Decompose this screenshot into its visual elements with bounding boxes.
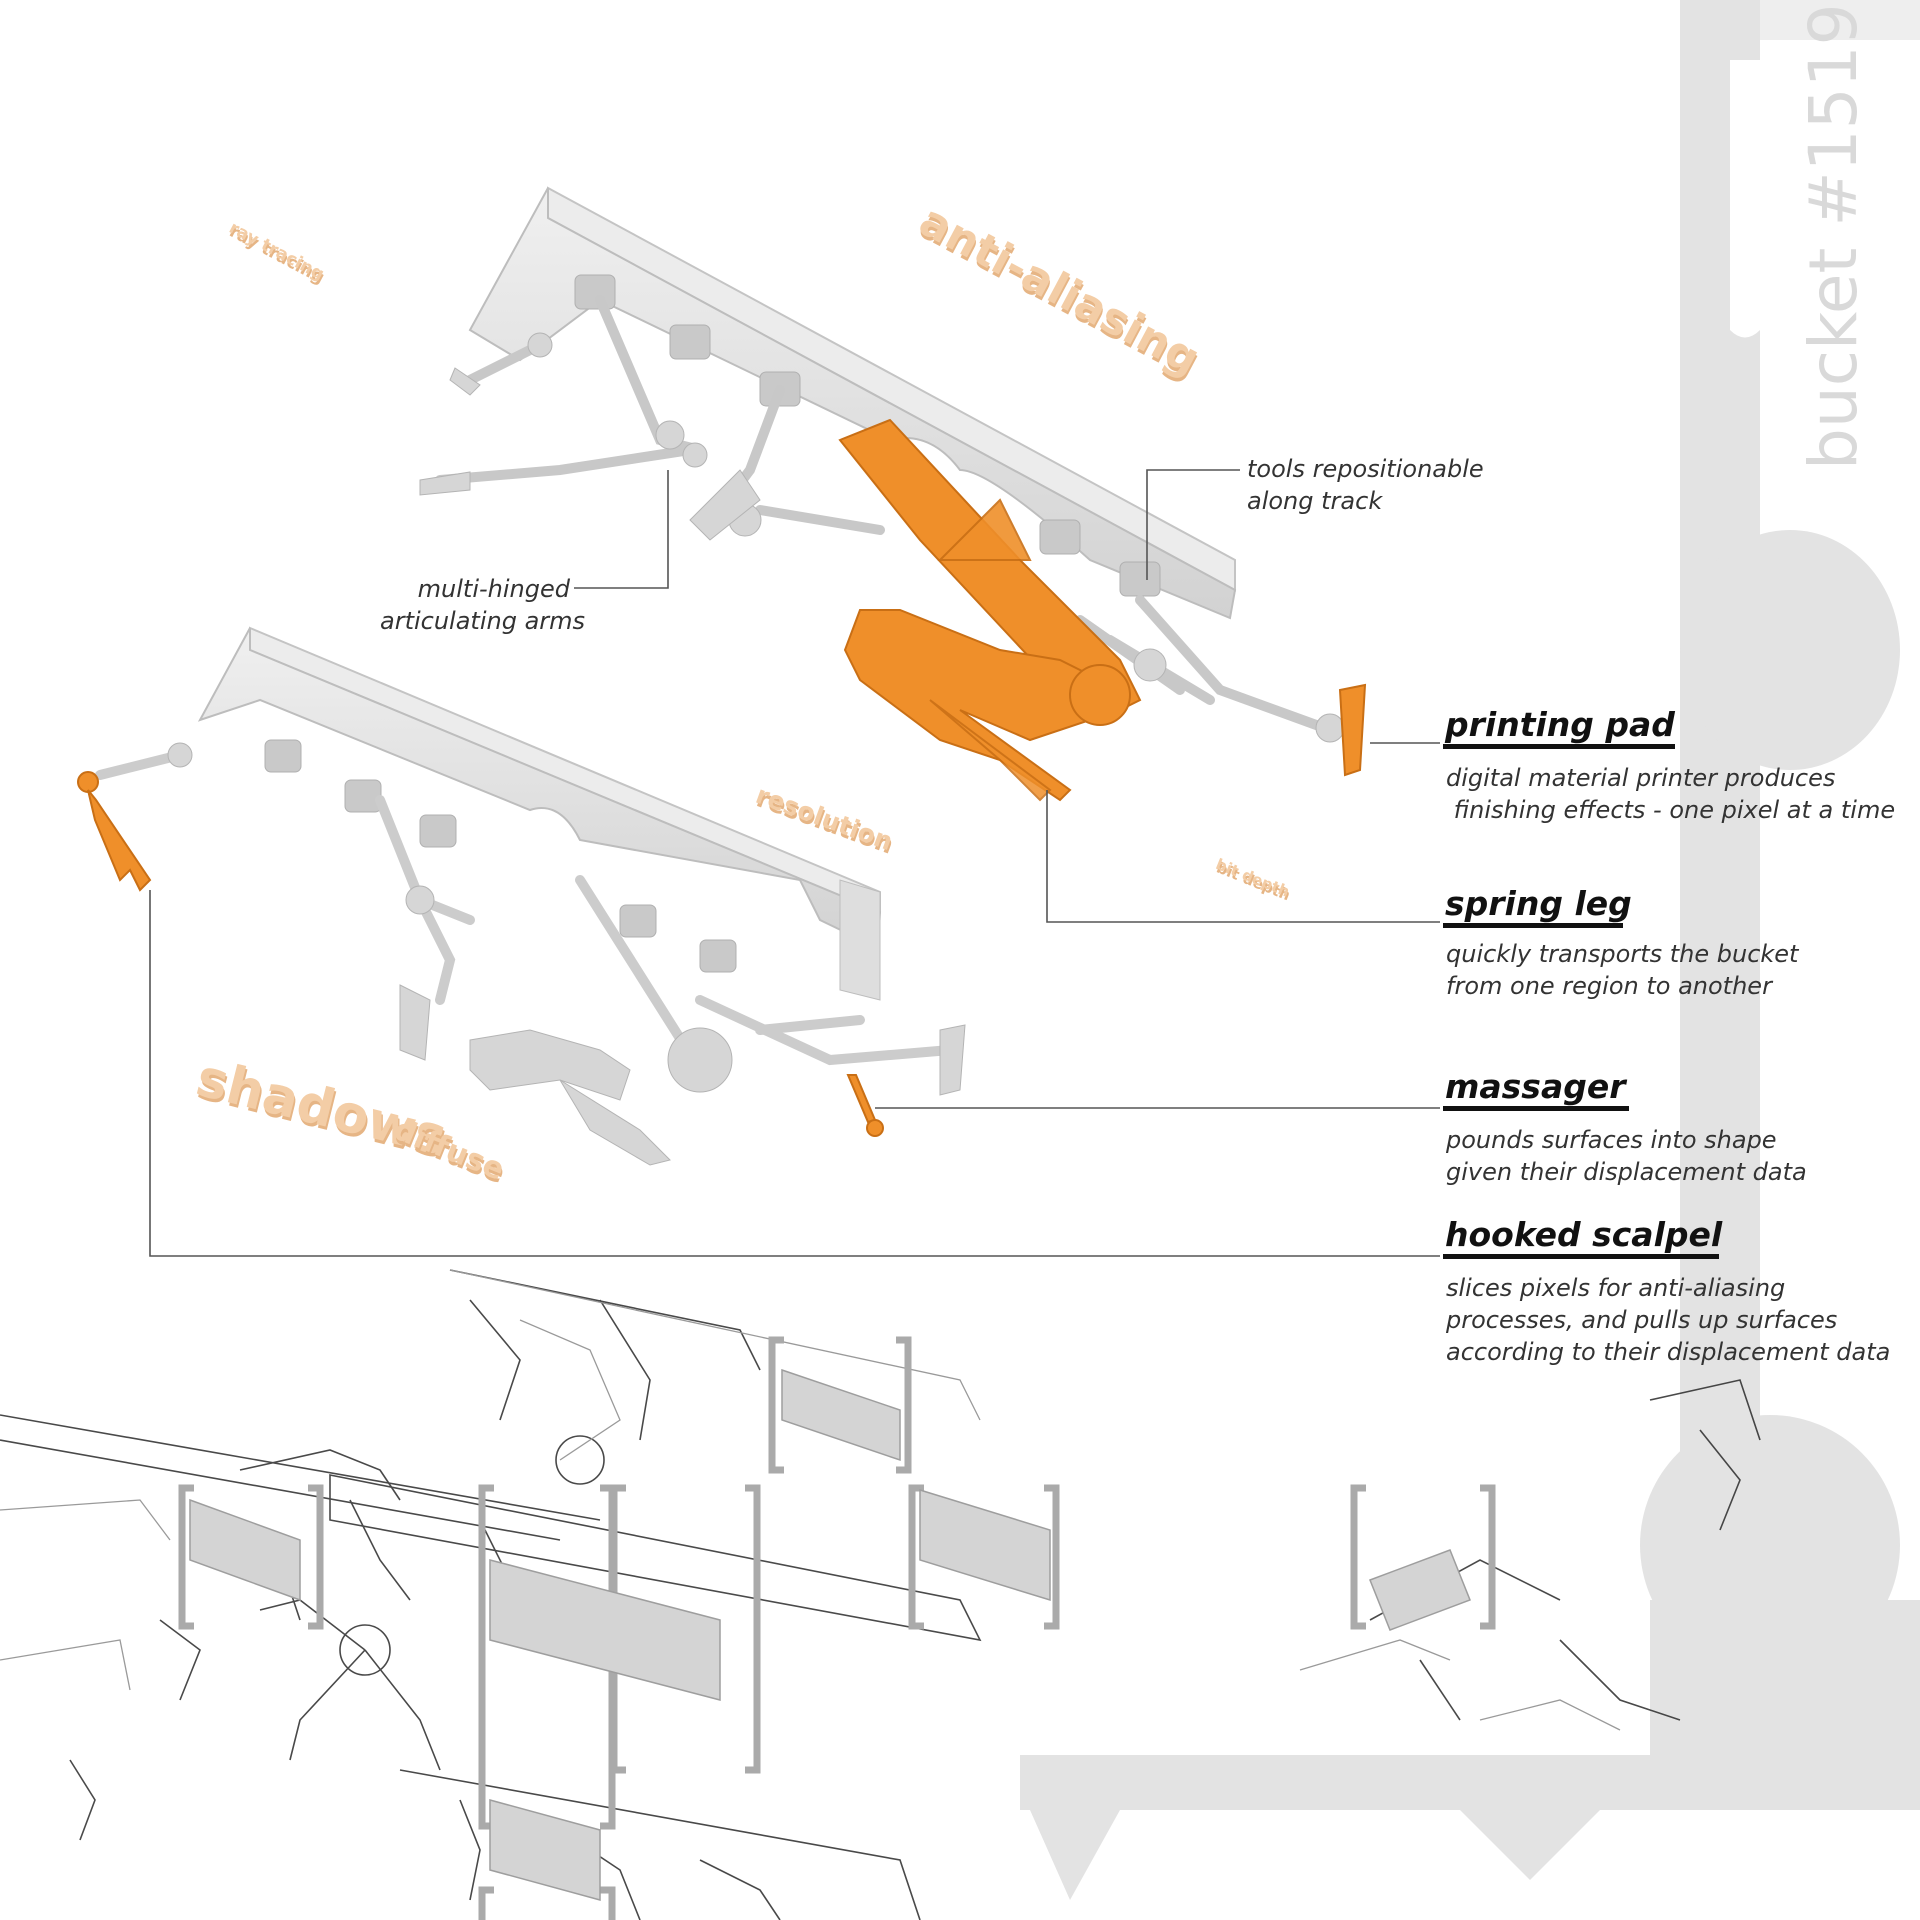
label-spring-leg-desc: quickly transports the bucket from one r… bbox=[1446, 940, 1799, 1000]
label-printing-pad-underline bbox=[1443, 744, 1675, 749]
bottom-line-sketches bbox=[0, 1269, 1761, 1920]
leader-lines bbox=[149, 469, 1440, 1257]
orange-massager bbox=[846, 1074, 884, 1137]
background-bucket-slots bbox=[1730, 60, 1840, 1238]
upper-rail-top bbox=[547, 186, 1236, 592]
label-massager-desc: pounds surfaces into shape given their d… bbox=[1446, 1126, 1807, 1186]
label-printing-pad-title: printing pad bbox=[1445, 705, 1675, 744]
label-spring-leg-underline bbox=[1443, 923, 1623, 928]
background-bucket-silhouette bbox=[1020, 0, 1920, 1900]
bottom-line-sketches-faint bbox=[0, 1269, 1621, 1731]
orange-spring-leg bbox=[838, 418, 1367, 802]
orange-hooked-scalpel bbox=[77, 771, 152, 892]
label-massager-title: massager bbox=[1445, 1067, 1626, 1106]
callout-tools-repositionable: tools repositionable along track bbox=[1247, 455, 1484, 515]
label-hooked-scalpel-title: hooked scalpel bbox=[1445, 1215, 1723, 1254]
label-printing-pad-desc: digital material printer produces finish… bbox=[1446, 764, 1896, 824]
label-hooked-scalpel-underline bbox=[1443, 1254, 1719, 1259]
label-hooked-scalpel-desc: slices pixels for anti-aliasing processe… bbox=[1446, 1274, 1891, 1366]
lower-bucket bbox=[77, 626, 966, 1166]
callout-articulating-arms: multi-hinged articulating arms bbox=[380, 575, 586, 635]
upper-bucket bbox=[419, 186, 1367, 802]
label-spring-leg-title: spring leg bbox=[1445, 884, 1632, 923]
label-massager-underline bbox=[1443, 1106, 1629, 1111]
bracket-thumbnails bbox=[189, 1368, 1471, 1901]
upper-rail-body bbox=[468, 187, 1237, 620]
bucket-watermark: bucket #1519 bbox=[1795, 3, 1872, 470]
